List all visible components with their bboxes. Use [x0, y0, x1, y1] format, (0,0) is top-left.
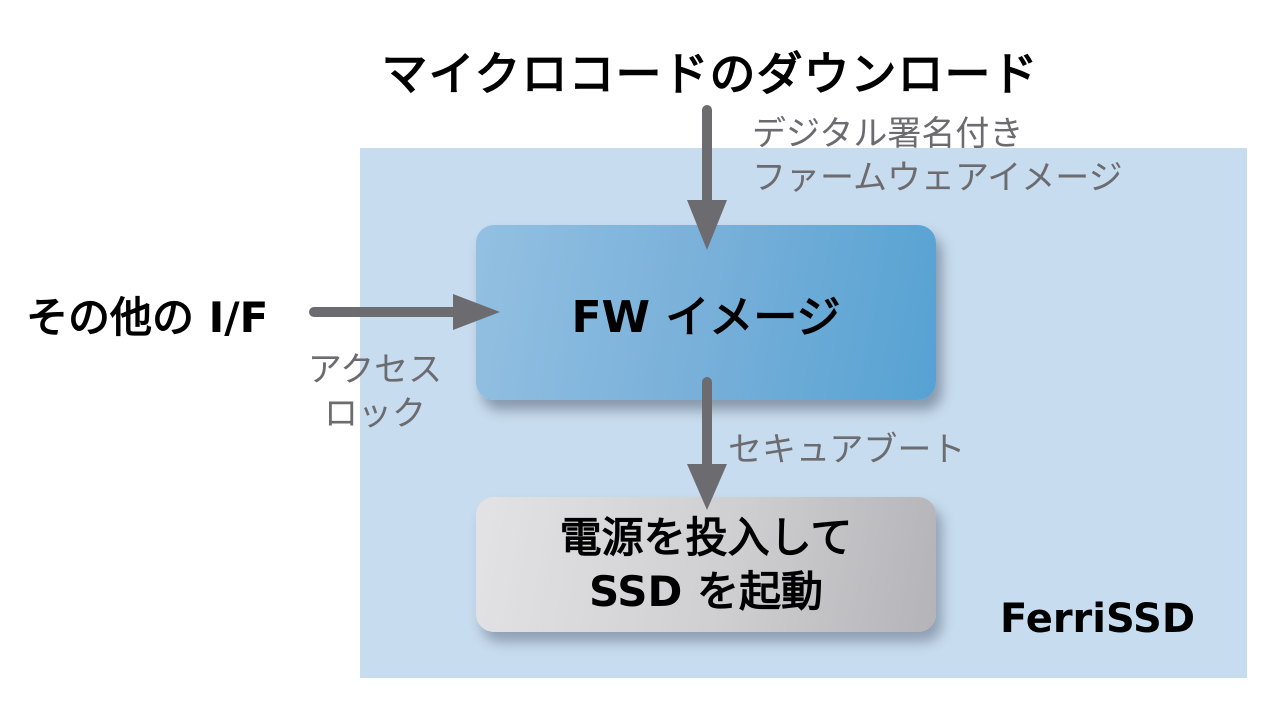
boot-box-line2: SSD を起動 [588, 566, 824, 616]
boot-box-line1: 電源を投入して [559, 512, 853, 562]
access-lock-note-line2: ロック [324, 394, 426, 434]
power-on-boot-box: 電源を投入して SSD を起動 [476, 497, 936, 632]
microcode-download-title: マイクロコードのダウンロード [381, 47, 1039, 101]
ferrissd-label: FerriSSD [1000, 596, 1196, 642]
fw-image-label: FW イメージ [571, 291, 841, 343]
interface-arrow-icon [309, 294, 500, 330]
access-lock-note-line1: アクセス [307, 350, 443, 390]
signed-firmware-note: デジタル署名付き ファームウェアイメージ [752, 112, 1123, 200]
fw-image-box: FW イメージ [476, 225, 936, 400]
access-lock-note: アクセス ロック [300, 348, 450, 436]
signed-firmware-note-line1: デジタル署名付き [752, 114, 1024, 154]
other-if-label: その他の I/F [26, 293, 269, 342]
secure-boot-arrow-icon [687, 377, 727, 510]
secure-boot-note: セキュアブート [728, 430, 966, 470]
signed-firmware-note-line2: ファームウェアイメージ [752, 158, 1123, 198]
download-arrow-icon [687, 105, 727, 250]
